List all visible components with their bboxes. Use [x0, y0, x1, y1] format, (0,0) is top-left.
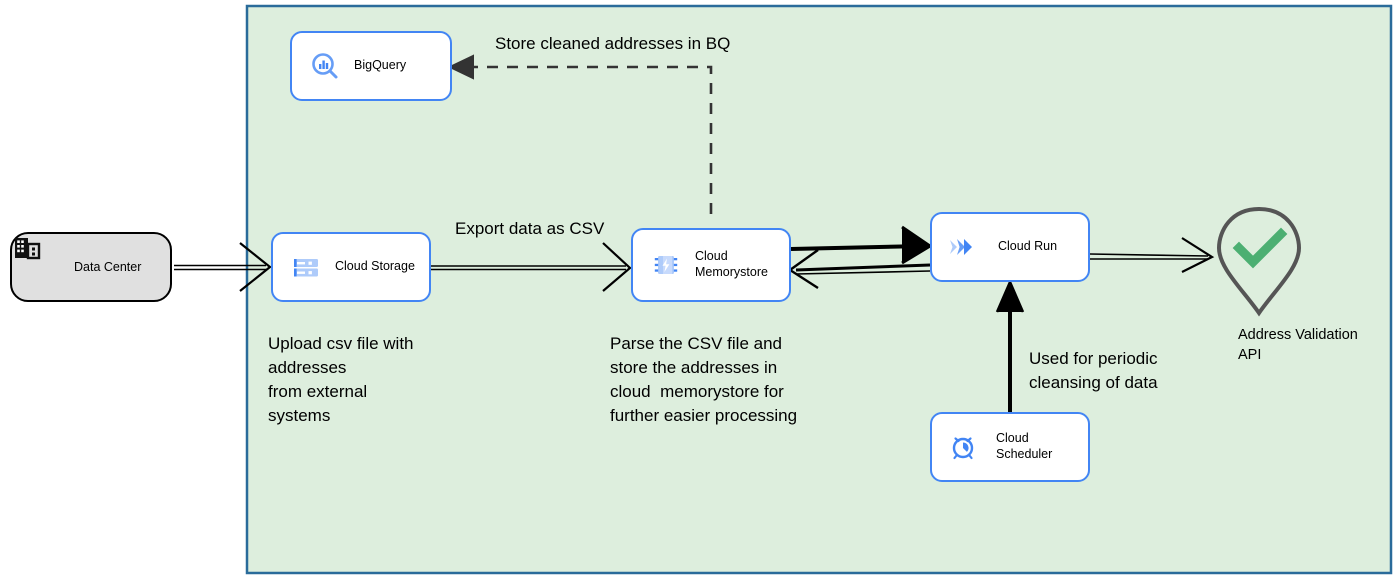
cloud-scheduler-icon	[948, 432, 978, 462]
edge-storage-to-memorystore	[431, 242, 632, 292]
map-pin-check-icon	[1216, 206, 1302, 317]
node-data-center[interactable]: Data Center	[10, 232, 172, 302]
node-label-cloud-memorystore: Cloud Memorystore	[695, 249, 768, 279]
cloud-storage-icon	[291, 252, 321, 282]
edge-label-store-cleaned: Store cleaned addresses in BQ	[495, 34, 731, 53]
cloud-run-icon	[946, 232, 980, 262]
edge-label-export-csv: Export data as CSV	[455, 219, 605, 238]
node-label-address-validation-api: Address Validation API	[1238, 327, 1358, 363]
node-cloud-run[interactable]: Cloud Run	[930, 212, 1090, 282]
node-label-bigquery: BigQuery	[354, 58, 407, 73]
node-label-cloud-scheduler: Cloud Scheduler	[996, 431, 1053, 461]
cloud-memorystore-icon	[651, 250, 681, 280]
node-cloud-storage[interactable]: Cloud Storage	[271, 232, 431, 302]
edge-datacenter-to-storage	[174, 242, 272, 292]
node-label-data-center: Data Center	[74, 260, 142, 274]
node-label-cloud-storage: Cloud Storage	[335, 259, 415, 274]
edge-to-bigquery-dashed	[447, 54, 713, 214]
caption-parse-csv: Parse the CSV file and store the address…	[610, 334, 798, 426]
edge-label-periodic-cleansing: Used for periodic cleansing of data	[1029, 349, 1158, 392]
caption-upload-csv: Upload csv file with addresses from exte…	[268, 334, 414, 426]
node-cloud-memorystore[interactable]: Cloud Memorystore	[631, 228, 791, 302]
edge-scheduler-to-cloudrun	[995, 278, 1025, 412]
node-label-cloud-run: Cloud Run	[998, 239, 1058, 254]
bigquery-icon	[310, 51, 340, 81]
node-cloud-scheduler[interactable]: Cloud Scheduler	[930, 412, 1090, 482]
node-bigquery[interactable]: BigQuery	[290, 31, 452, 101]
edge-cloudrun-to-validation-api	[1089, 237, 1215, 273]
